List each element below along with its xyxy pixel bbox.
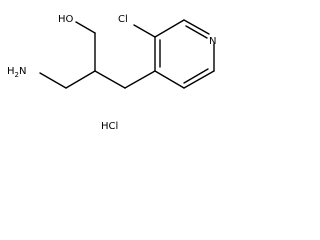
bond-ch-ch2n bbox=[65, 70, 96, 89]
hydroxyl-label: HO bbox=[58, 14, 74, 25]
bond-c3-cl bbox=[133, 24, 156, 38]
amine-n: N bbox=[19, 66, 26, 77]
bond-ch-benzyl bbox=[94, 70, 126, 89]
bond-benzyl-ring bbox=[124, 70, 156, 89]
atom-labels: HO Cl N H2N HCl bbox=[7, 14, 216, 132]
chlorine-label: Cl bbox=[118, 14, 128, 25]
bond-lines bbox=[39, 19, 215, 89]
pyridine-nitrogen-label: N bbox=[209, 36, 216, 47]
ring-bond-c2-n bbox=[183, 19, 210, 35]
bond-ho-ch2 bbox=[75, 21, 96, 34]
ring-bond-c5-c4 bbox=[154, 70, 185, 89]
ring-bond-c3-c2 bbox=[154, 19, 185, 38]
bond-ch2n-nh2 bbox=[39, 72, 67, 89]
ring-bond-c6-c5 bbox=[183, 70, 215, 89]
amine-subscript: 2 bbox=[15, 71, 19, 79]
hcl-salt-label: HCl bbox=[101, 121, 118, 132]
ring-bond-c6-c5-inner bbox=[183, 68, 209, 84]
chemical-structure: HO Cl N H2N HCl bbox=[7, 14, 216, 132]
ring-bond-c2-n-inner bbox=[185, 25, 208, 39]
amine-h: H bbox=[7, 66, 15, 77]
amine-label: H2N bbox=[7, 66, 26, 79]
